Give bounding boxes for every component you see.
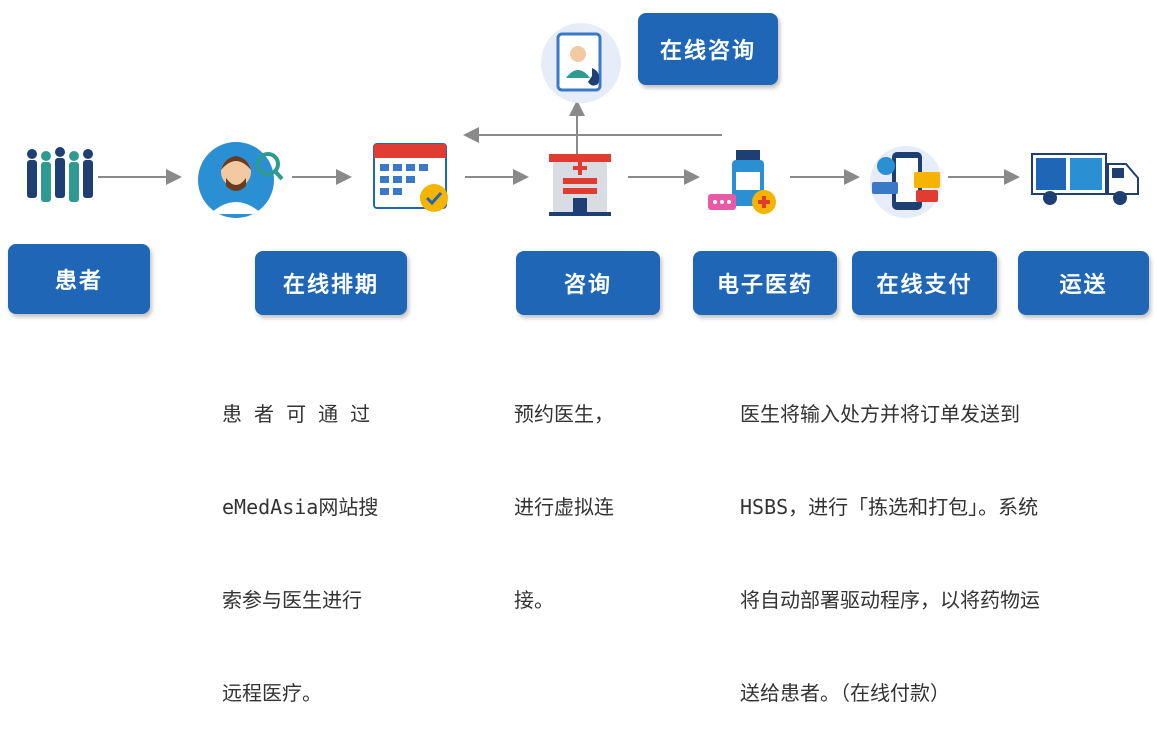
online-schedule-box: 在线排期 xyxy=(255,251,407,315)
desc-line: 进行虚拟连 xyxy=(514,495,614,519)
desc-line: 送给患者。（在线付款） xyxy=(740,681,950,705)
pharmacy-description: 医生将输入处方并将订单发送到 HSBS，进行「拣选和打包」。系统 将自动部署驱动… xyxy=(740,337,1040,740)
e-pharmacy-box: 电子医药 xyxy=(693,251,837,315)
doctor-search-icon xyxy=(196,134,286,224)
desc-line: 患 者 可 通 过 xyxy=(222,402,371,426)
desc-line: 接。 xyxy=(514,588,554,612)
delivery-box: 运送 xyxy=(1018,251,1149,315)
desc-line: 远程医疗。 xyxy=(222,681,322,705)
consult-description: 预约医生， 进行虚拟连 接。 xyxy=(514,337,614,647)
online-payment-icon xyxy=(866,142,946,222)
flow-connectors xyxy=(98,100,1020,185)
schedule-description: 患 者 可 通 过 eMedAsia网站搜 索参与医生进行 远程医疗。 xyxy=(222,337,378,740)
delivery-truck-icon xyxy=(1030,150,1140,210)
desc-line: 预约医生， xyxy=(514,402,614,426)
patient-box: 患者 xyxy=(8,244,150,314)
patients-group-icon xyxy=(20,140,100,220)
online-pay-box: 在线支付 xyxy=(852,251,997,315)
hospital-icon xyxy=(545,148,615,218)
doctor-phone-icon xyxy=(538,20,624,106)
online-consult-box: 在线咨询 xyxy=(638,13,778,85)
desc-line: 索参与医生进行 xyxy=(222,588,362,612)
consult-box: 咨询 xyxy=(516,251,660,315)
medicine-icon xyxy=(706,148,786,222)
desc-line: HSBS，进行「拣选和打包」。系统 xyxy=(740,495,1039,519)
desc-line: 将自动部署驱动程序，以将药物运 xyxy=(740,588,1040,612)
calendar-check-icon xyxy=(370,136,456,218)
desc-line: 医生将输入处方并将订单发送到 xyxy=(740,402,1020,426)
desc-line: eMedAsia网站搜 xyxy=(222,495,379,519)
